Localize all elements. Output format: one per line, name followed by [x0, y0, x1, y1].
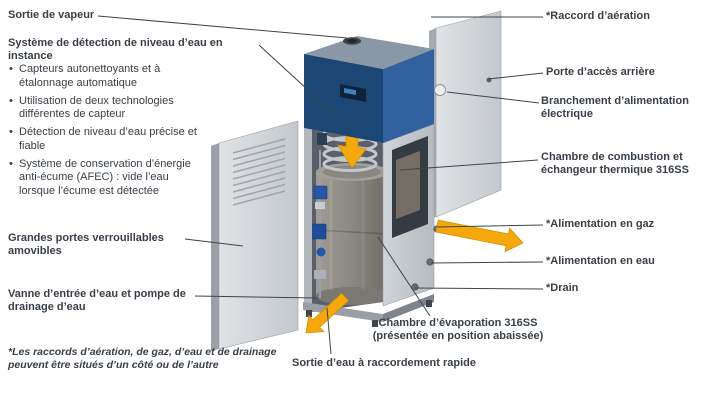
label-water-outlet: Sortie d’eau à raccordement rapide	[292, 357, 477, 369]
leader-electrical	[446, 91, 540, 104]
label-vent-connection: *Raccord d’aération	[546, 10, 650, 22]
drain-stub	[411, 283, 419, 291]
vent-slots	[232, 138, 286, 206]
label-drain: *Drain	[546, 282, 579, 294]
water-valve-pump-assembly	[310, 133, 328, 298]
footnote: *Les raccords d’aération, de gaz, d’eau …	[8, 346, 277, 371]
cabinet-right-wall	[382, 123, 435, 307]
leader-steam-outlet	[97, 15, 348, 39]
leader-lines	[97, 15, 544, 355]
feature-item: Système de conservation d’énergie anti-é…	[8, 158, 204, 199]
feature-text: Capteurs autonettoyants et à étalonnage …	[19, 63, 161, 89]
rear-access-panel	[429, 10, 502, 219]
side-connection-stubs	[411, 225, 441, 291]
feature-text: Système de conservation d’énergie anti-é…	[19, 157, 191, 198]
feature-item: Utilisation de deux technologies différe…	[8, 95, 204, 123]
label-rear-access-door: Porte d’accès arrière	[546, 66, 655, 78]
leader-doors	[184, 238, 244, 247]
water-stub	[426, 258, 434, 266]
feature-item: Capteurs autonettoyants et à étalonnage …	[8, 63, 204, 91]
feature-text: Utilisation de deux technologies différe…	[19, 94, 174, 121]
label-combustion-chamber: Chambre de combustion et échangeur therm…	[541, 151, 689, 177]
electrical-connector-knob	[434, 84, 446, 96]
feature-item: Détection de niveau d’eau précise et fia…	[8, 126, 204, 154]
label-evaporation-chamber: Chambre d’évaporation 316SS (présentée e…	[372, 317, 544, 343]
label-inlet-valve-pump: Vanne d’entrée d’eau et pompe de drainag…	[8, 288, 186, 314]
label-lockable-doors: Grandes portes verrouillables amovibles	[8, 232, 164, 258]
label-gas-supply: *Alimentation en gaz	[546, 218, 655, 230]
leader-rear-door	[487, 72, 544, 80]
label-steam-outlet: Sortie de vapeur	[8, 9, 95, 21]
control-display	[340, 84, 366, 102]
leader-valve-pump	[194, 295, 319, 299]
water-detection-feature-list: Capteurs autonettoyants et à étalonnage …	[8, 63, 204, 203]
leader-drain	[414, 287, 544, 290]
feature-text: Détection de niveau d’eau précise et fia…	[19, 126, 197, 152]
leader-water-outlet	[326, 307, 332, 355]
leader-evaporation-chamber	[377, 236, 431, 317]
base-frame	[303, 294, 434, 327]
front-door-panel	[211, 120, 299, 351]
flow-arrow-right-icon	[435, 219, 524, 253]
label-electrical-connection: Branchement d’alimentation électrique	[541, 95, 689, 121]
label-water-detection-heading: Système de détection de niveau d’eau en …	[8, 37, 223, 63]
cabinet-internals	[304, 123, 441, 312]
evaporation-chamber-tank	[315, 163, 389, 305]
leader-combustion	[399, 159, 539, 171]
leader-detection	[258, 44, 334, 114]
cabinet-top-section	[304, 36, 434, 143]
leader-gas	[436, 224, 544, 228]
label-water-supply: *Alimentation en eau	[546, 255, 655, 267]
leader-water-supply	[430, 261, 544, 264]
